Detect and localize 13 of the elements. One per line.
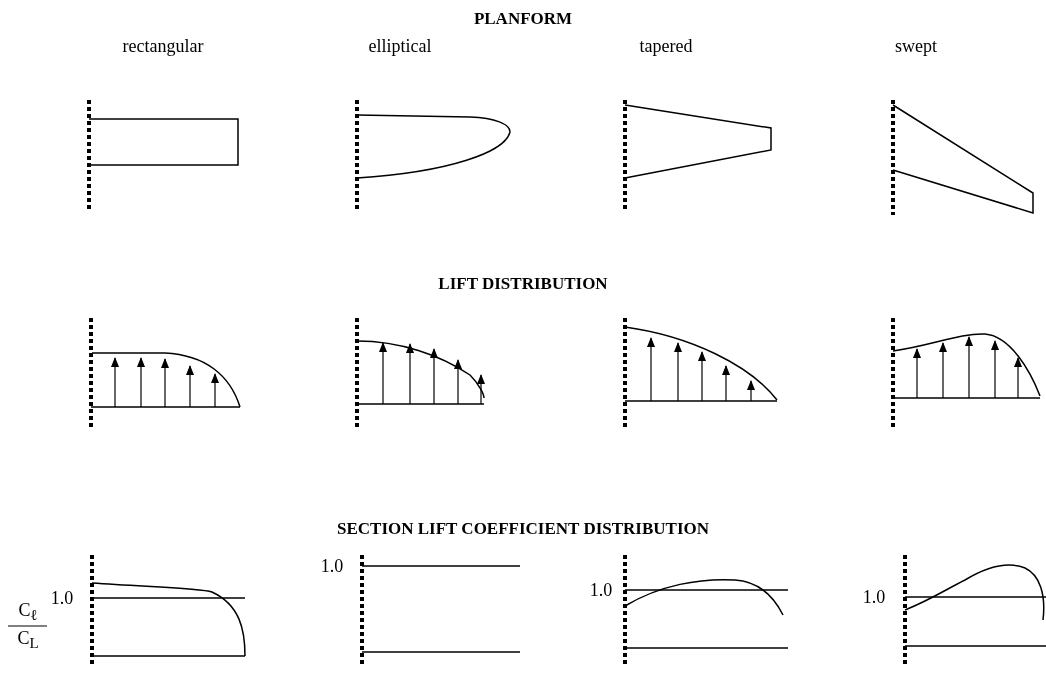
column-label: tapered (639, 37, 693, 55)
column-label: rectangular (122, 37, 204, 55)
section-heading: LIFT DISTRIBUTION (438, 274, 608, 292)
axis-label: C$_{L}$ (17, 628, 39, 652)
section-heading: SECTION LIFT COEFFICIENT DISTRIBUTION (336, 519, 710, 537)
column-label: elliptical (368, 37, 432, 55)
axis-label: C$_{ℓ}$ (18, 600, 38, 624)
tick-label: 1.0 (320, 557, 344, 575)
section-heading: PLANFORM (473, 9, 573, 27)
tick-label: 1.0 (862, 588, 886, 606)
tick-label: 1.0 (50, 589, 74, 607)
tick-label: 1.0 (589, 581, 613, 599)
column-label: swept (895, 37, 937, 55)
